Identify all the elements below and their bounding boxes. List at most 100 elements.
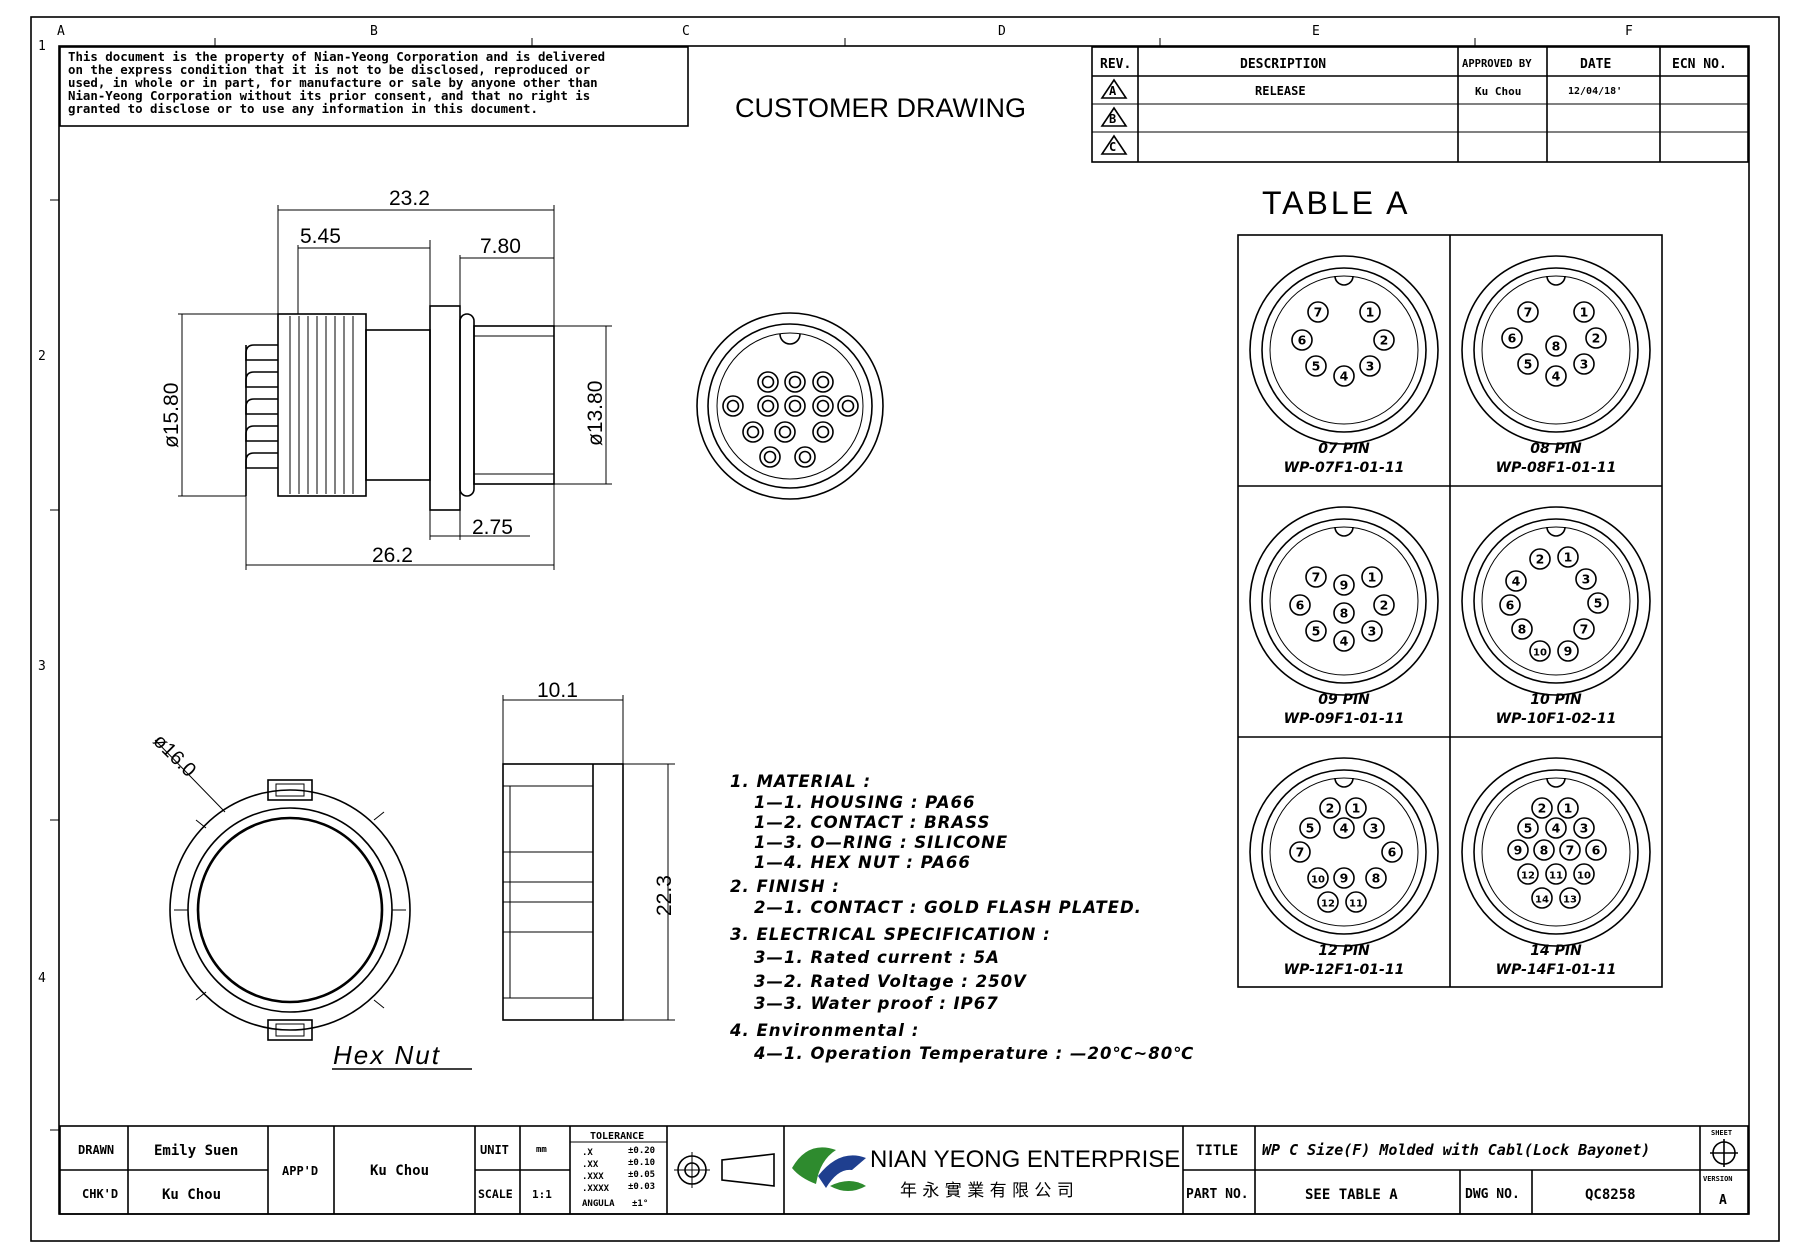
chkd-value: Ku Chou: [162, 1187, 221, 1203]
pin-hole: [1529, 640, 1551, 662]
pin-count-label: 07 PIN: [1318, 441, 1370, 457]
pin-number: 6: [1298, 333, 1307, 348]
pin-hole: [1363, 817, 1385, 839]
pin-hole: [1359, 301, 1381, 323]
rev-letter: B: [1109, 112, 1116, 126]
dim-nut-width: 10.1: [537, 679, 578, 702]
pin-number: 7: [1312, 570, 1321, 585]
zone-number: 3: [38, 659, 46, 674]
face-key-notch: [1334, 526, 1354, 537]
pin-hole: [1517, 817, 1539, 839]
zone-letter: D: [998, 24, 1006, 39]
zone-number: 4: [38, 971, 46, 986]
pin-number: 14: [1535, 895, 1549, 906]
pin-number: 5: [1312, 624, 1321, 639]
pin-hole: [1517, 301, 1539, 323]
version-label: VERSION: [1703, 1175, 1733, 1183]
pin-number: 3: [1370, 821, 1379, 836]
pin-hole: [1333, 630, 1355, 652]
pin-number: 11: [1549, 871, 1563, 882]
tolerance-value: ±0.05: [628, 1170, 655, 1180]
pin-hole: [1587, 592, 1609, 614]
pin-hole: [1517, 863, 1539, 885]
tolerance-value: ±0.10: [628, 1158, 655, 1168]
pin-number: 6: [1296, 598, 1305, 613]
pin-number: 11: [1349, 899, 1363, 910]
zone-letter: F: [1625, 24, 1633, 39]
notice-box: [59, 46, 689, 127]
pin-number: 2: [1326, 801, 1335, 816]
pin-hole: [1559, 887, 1581, 909]
pin-hole: [1333, 817, 1355, 839]
pin-hole: [1585, 327, 1607, 349]
pin-number: 8: [1340, 606, 1349, 621]
table-a: [1237, 234, 1663, 988]
pin-number: 1: [1366, 305, 1375, 320]
face-outer-ring: [1461, 255, 1651, 445]
face-insert: [1481, 275, 1631, 425]
dim-thread-diameter: ø15.80: [160, 383, 183, 448]
rev-description: RELEASE: [1255, 84, 1306, 98]
face-insert: [1269, 777, 1419, 927]
pin-number: 9: [1564, 644, 1573, 659]
side-view-dimensions: [178, 205, 612, 570]
face-insert: [1269, 275, 1419, 425]
pin-count-label: 10 PIN: [1530, 692, 1582, 708]
pin-hole: [1333, 867, 1355, 889]
pin-hole: [1333, 365, 1355, 387]
tolerance-value: ±1°: [632, 1199, 648, 1209]
rev-letter: C: [1109, 140, 1116, 154]
pin-hole: [1361, 566, 1383, 588]
company-logo-icon: [792, 1147, 866, 1191]
pin-number: 8: [1518, 622, 1527, 637]
zone-letters: A B C D E F: [57, 24, 1633, 39]
spec-note: 3—1. Rated current : 5A: [754, 948, 1000, 967]
hex-nut-dimensions: [502, 695, 675, 1021]
dim-nut-height: 22.3: [653, 875, 676, 916]
pin-number: 10: [1311, 875, 1325, 886]
revision-table: REV. DESCRIPTION APPROVED BY DATE ECN NO…: [1091, 46, 1749, 163]
pin-number: 12: [1321, 899, 1335, 910]
pin-number: 7: [1314, 305, 1323, 320]
pin-number: 4: [1552, 369, 1561, 384]
notice-line: Nian-Yeong Corporation without its prior…: [68, 88, 590, 103]
pin-hole: [1573, 301, 1595, 323]
pin-hole: [1499, 594, 1521, 616]
table-a-title: TABLE A: [1262, 185, 1410, 221]
date-header: DATE: [1580, 57, 1611, 72]
pin-hole: [1319, 797, 1341, 819]
scale-value: 1:1: [532, 1188, 552, 1201]
pin-number: 12: [1521, 871, 1535, 882]
pin-hole: [1345, 891, 1367, 913]
pin-number: 4: [1512, 574, 1521, 589]
pin-number: 7: [1566, 843, 1575, 858]
face-key-notch: [1546, 526, 1566, 537]
pin-hole: [1359, 355, 1381, 377]
dim-total-length: 26.2: [372, 544, 413, 567]
dim-front-length: 7.80: [480, 235, 521, 258]
unit-label: UNIT: [480, 1143, 509, 1157]
zone-numbers: 1 2 3 4: [38, 39, 46, 986]
part-number-label: WP-09F1-01-11: [1284, 711, 1405, 727]
spec-note: 2. FINISH :: [730, 877, 840, 896]
part-number-label: WP-14F1-01-11: [1496, 962, 1617, 978]
pin-count-label: 09 PIN: [1318, 692, 1370, 708]
pin-number: 8: [1540, 843, 1549, 858]
pin-hole: [1333, 602, 1355, 624]
connector-front-view: [696, 312, 884, 500]
spec-note: 4—1. Operation Temperature : —20℃~80℃: [753, 1044, 1194, 1063]
pin-number: 6: [1592, 843, 1601, 858]
face-insert: [1269, 526, 1419, 676]
sheet-symbol-icon: [1710, 1139, 1738, 1167]
drawn-label: DRAWN: [78, 1143, 114, 1157]
rev-date: 12/04/18': [1568, 86, 1622, 97]
tolerance-key: .X: [582, 1148, 593, 1158]
pin-number: 4: [1340, 369, 1349, 384]
pin-count-label: 08 PIN: [1530, 441, 1582, 457]
pin-hole: [1507, 839, 1529, 861]
pin-number: 5: [1524, 821, 1533, 836]
face-insert: [1481, 526, 1631, 676]
